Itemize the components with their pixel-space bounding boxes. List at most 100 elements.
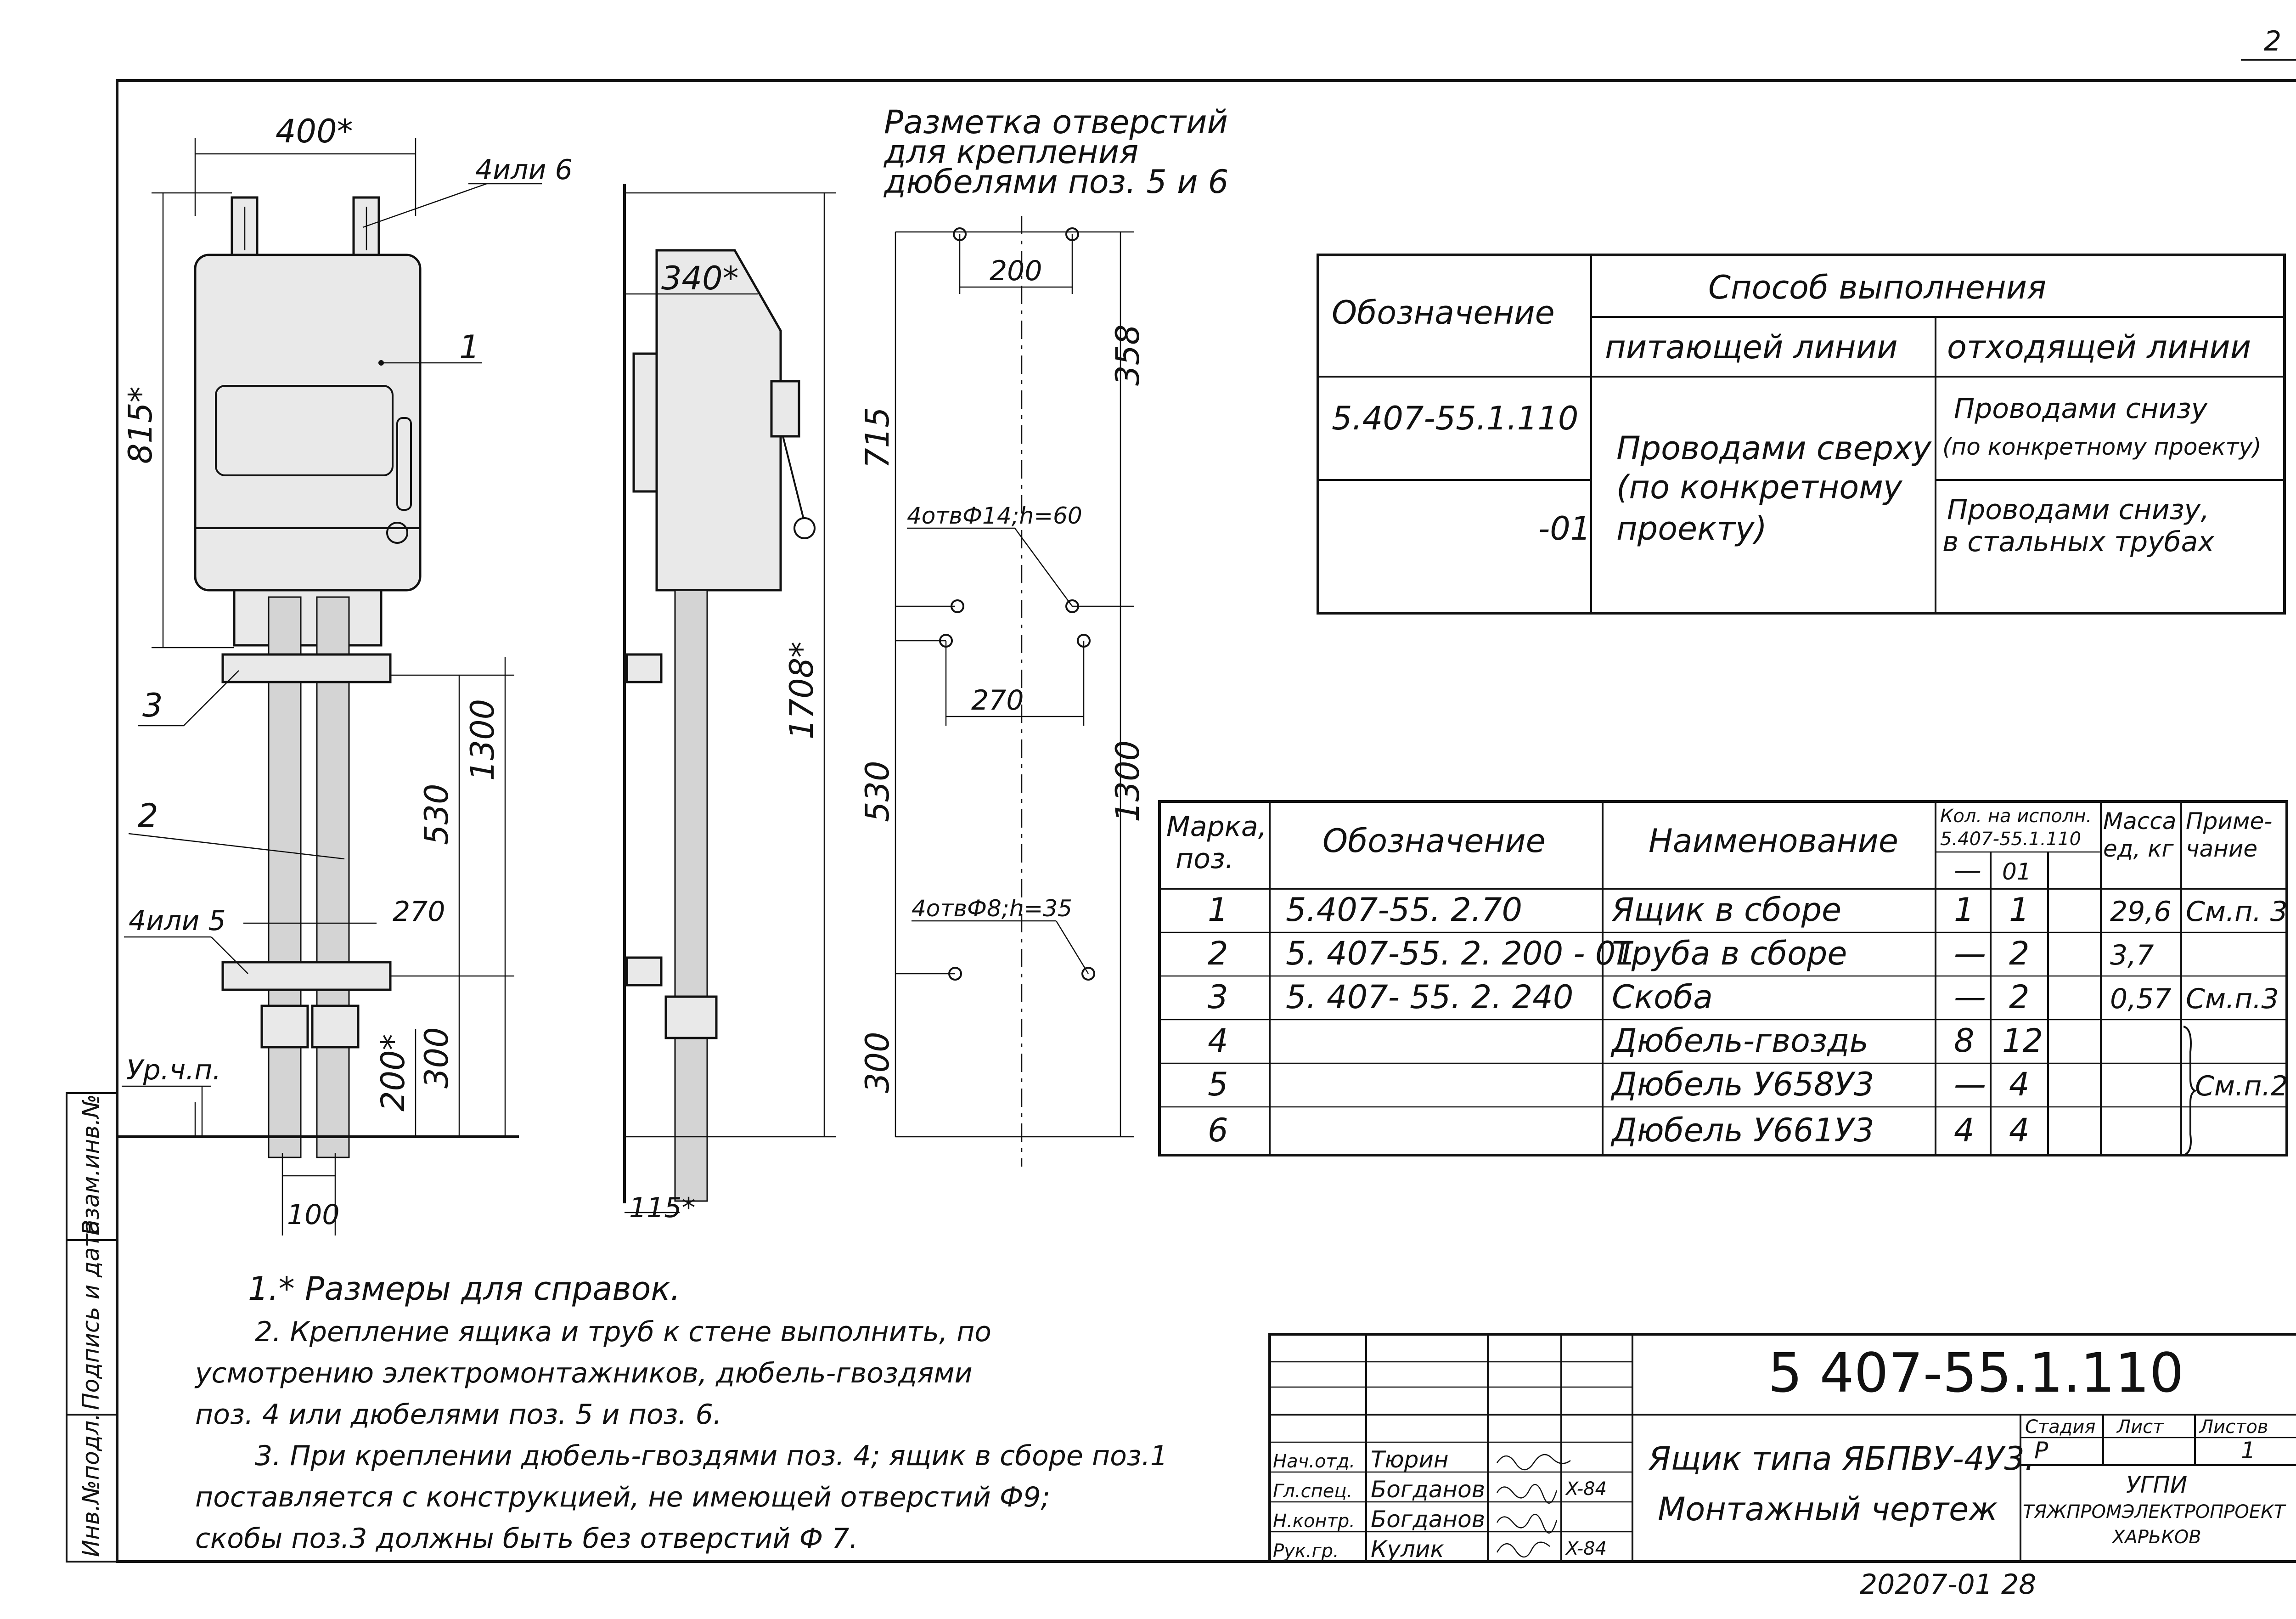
vt-header-supply: питающей линии [1605,328,1898,366]
vt-supply-1: Проводами сверху [1616,429,1932,467]
st-h-qty-2: 5.407-55.1.110 [1940,829,2081,850]
st-r1-note: См.п. 3 [2186,896,2288,928]
st-r5-name: Дюбель У658У3 [1610,1066,1874,1103]
vt-header-designation: Обозначение [1332,294,1555,332]
dim-width: 400* [276,113,353,150]
front-view: 400* 815* 4или 6 1 3 2 4или 5 270 530 13… [117,113,573,1235]
st-h-name: Наименование [1649,822,1898,860]
sheet-corner-number: 2 [2264,25,2281,57]
marking-dim-715: 715 [859,407,896,468]
marking-title-2: для крепления [884,133,1138,171]
tb-role-4: Рук.гр. [1273,1540,1339,1562]
vt-header-method: Способ выполнения [1708,269,2046,306]
coupling-right [311,1004,360,1049]
sheet-frame [116,79,2296,1563]
st-h-designation: Обозначение [1322,822,1546,860]
front-dim-300: 300 [418,1027,456,1089]
position-2: 2 [138,797,158,835]
front-dim-100: 100 [287,1199,340,1231]
st-r3-mass: 0,57 [2110,983,2172,1015]
signature-3 [1496,1514,1558,1534]
stamp-replace-inv: Взам.инв.№ [78,1094,104,1235]
front-dim-270: 270 [393,896,445,928]
tb-date-4: X-84 [1565,1538,1607,1559]
marking-title-3: дюбелями поз. 5 и 6 [884,163,1228,201]
tb-name-4: Кулик [1371,1536,1444,1563]
variants-table: Обозначение Способ выполнения питающей л… [1317,254,2286,615]
tb-sheet-label: Лист [2116,1416,2164,1438]
st-r1-mark: 1 [1208,891,1228,929]
vt-row2-designation: -01 [1538,510,1591,547]
coupling-left [260,1004,309,1049]
st-h-note-1: Приме- [2186,808,2272,835]
pipe-right [316,596,350,1158]
front-dim-530: 530 [418,784,456,845]
notes-brace [2183,1026,2197,1156]
floor-level-label: Ур.ч.п. [126,1054,221,1086]
position-1: 1 [459,328,480,366]
box-lock [386,522,408,544]
st-r1-qty-a: 1 [1954,891,1975,929]
tb-org-3: ХАРЬКОВ [2111,1527,2201,1548]
tb-sheets-value: 1 [2241,1437,2256,1464]
note-1: 1.* Размеры для справок. [248,1270,681,1308]
side-view: 340* 1708* 115* [623,184,836,1224]
note-2-line1: 2. Крепление ящика и труб к стене выполн… [255,1316,991,1348]
clamp-lower [221,961,392,991]
st-r1-name: Ящик в сборе [1611,891,1841,929]
st-r3-mark: 3 [1208,978,1228,1016]
holes-top-label: 4отвФ14;h=60 [907,502,1082,529]
vt-header-outgoing: отходящей линии [1947,328,2251,366]
st-h-note-2: чание [2186,835,2257,862]
st-r3-designation: 5. 407- 55. 2. 240 [1286,978,1573,1016]
side-dim-depth: 340* [661,259,739,297]
side-handle [770,380,800,438]
tb-stage-value: Р [2034,1437,2048,1464]
side-dim-total: 1708* [783,642,821,739]
st-r1-designation: 5.407-55. 2.70 [1286,891,1522,929]
st-r5-qty-a: — [1954,1066,1986,1103]
st-h-qty-b: 01 [2002,858,2032,885]
st-r3-qty-b: 2 [2009,978,2030,1016]
st-r2-name: Труба в сборе [1612,935,1847,972]
stamp-inv-orig: Инв.№подл. [78,1413,104,1557]
stamp-sign-date: Подпись и дата [78,1220,104,1410]
marking-dim-358: 358 [1109,324,1147,386]
tb-date-2: X-84 [1565,1478,1607,1500]
note-2-line2: усмотрению электромонтажников, дюбель-гв… [194,1357,973,1389]
tb-name-3: Богданов [1371,1506,1485,1533]
st-r4-qty-b: 12 [2002,1022,2043,1060]
st-r2-qty-a: — [1954,935,1986,972]
st-h-mark-2: поз. [1176,843,1234,875]
marking-dim-1300: 1300 [1109,740,1147,822]
front-dim-200: 200* [374,1034,412,1111]
tb-sheets-label: Листов [2199,1416,2268,1438]
tb-title-1: Ящик типа ЯБПВУ-4У3. [1648,1440,2035,1478]
st-r1-qty-b: 1 [2009,891,2030,929]
archive-number: 20207-01 28 [1860,1568,2036,1601]
vt-row1-outgoing-2: (по конкретному проекту) [1942,434,2262,460]
side-box-body [655,249,782,592]
st-r3-note: См.п.3 [2186,983,2279,1015]
st-r2-mark: 2 [1208,935,1228,972]
vt-supply-3: проекту) [1616,510,1767,547]
clamp-upper [221,653,392,683]
tb-role-3: Н.контр. [1273,1511,1355,1532]
vt-row2-outgoing-2: в стальных трубах [1942,526,2214,558]
pipe-left [268,596,302,1158]
tb-org-2: ТЯЖПРОМЭЛЕКТРОПРОЕКТ [2023,1501,2287,1523]
dim-height: 815* [122,386,159,464]
spec-table: Марка, поз. Обозначение Наименование Кол… [1158,800,2288,1156]
tb-name-2: Богданов [1371,1476,1485,1503]
label-brackets: 4или 6 [475,154,573,186]
tb-code: 5 407-55.1.110 [1768,1341,2184,1405]
side-stamp: Взам.инв.№ Подпись и дата Инв.№подл. [66,1092,118,1563]
label-dowels: 4или 5 [129,905,226,937]
st-h-mark-1: Марка, [1166,811,1267,843]
holes-bottom-label: 4отвФ8;h=35 [912,895,1072,922]
note-3-line1: 3. При креплении дюбель-гвоздями поз. 4;… [255,1440,1168,1472]
note-2-line3: поз. 4 или дюбелями поз. 5 и поз. 6. [195,1399,722,1431]
marking-dim-530: 530 [859,761,896,822]
vt-row1-designation: 5.407-55.1.110 [1332,400,1578,437]
st-r5-qty-b: 4 [2009,1066,2030,1103]
